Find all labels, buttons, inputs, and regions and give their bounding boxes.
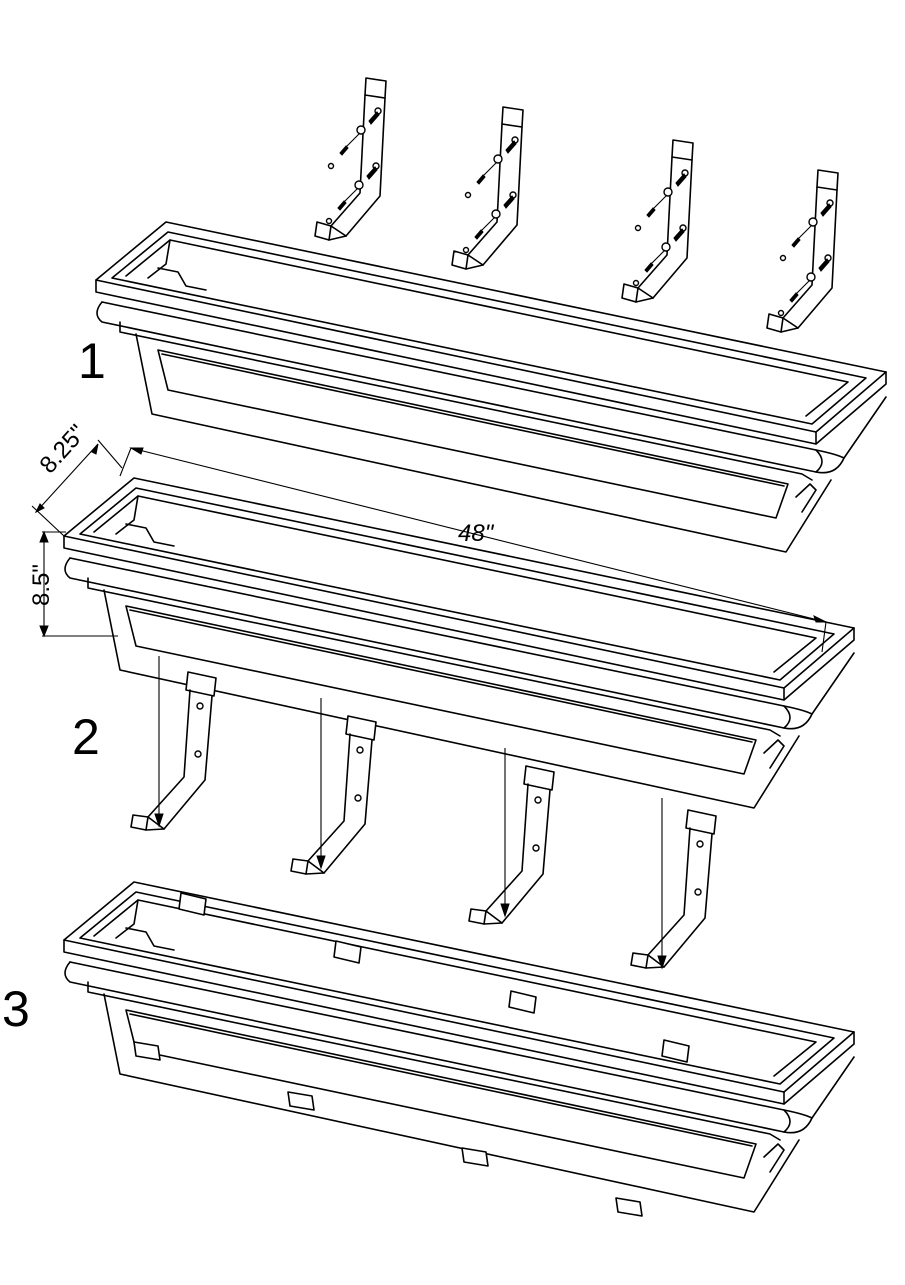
step-number-1: 1 — [78, 333, 106, 389]
step2-bracket-4 — [630, 809, 717, 969]
step-number-3: 3 — [2, 981, 30, 1037]
dimension-lines — [31, 439, 827, 653]
step2-bracket-1 — [130, 671, 217, 831]
drop-arrows — [154, 656, 667, 970]
step3-bracket-tabs — [133, 892, 690, 1217]
dimension-height-label: 8.5" — [28, 564, 55, 606]
step3-planter-box — [63, 881, 855, 1213]
step2-bracket-2 — [290, 715, 377, 875]
step-number-2: 2 — [72, 709, 100, 765]
step1-planter-box — [95, 221, 887, 553]
step1-bracket-3 — [621, 139, 694, 303]
dimension-length-label: 48" — [458, 520, 494, 547]
step1-bracket-2 — [451, 106, 524, 270]
step2-bracket-3 — [468, 765, 555, 925]
step1-bracket-1 — [314, 77, 387, 241]
step1-bracket-4 — [766, 169, 839, 333]
